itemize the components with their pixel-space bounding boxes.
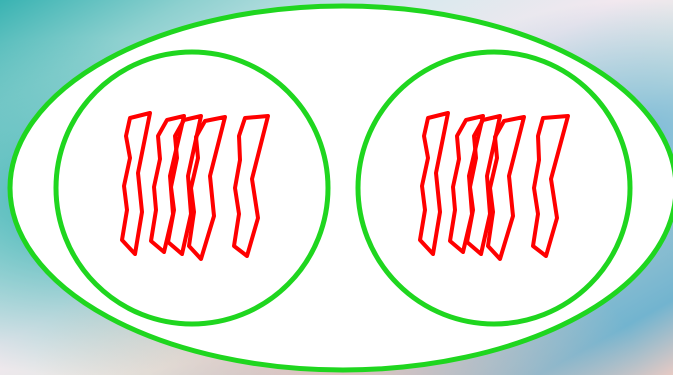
outer-ellipse [10,6,673,370]
